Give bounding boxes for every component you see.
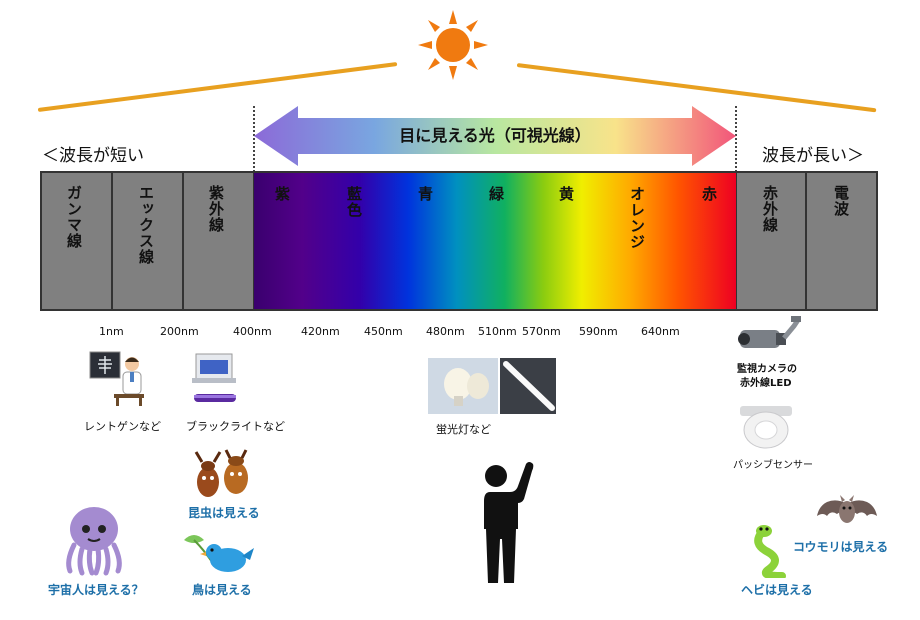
color-indigo-label: 藍色 [344,186,365,218]
band-xray-label: エックス線 [136,185,157,265]
color-green-label: 緑 [486,186,507,202]
color-yellow-label: 黄 [556,186,577,202]
bat-caption: コウモリは見える [793,538,888,555]
band-infrared-label: 赤外線 [760,185,781,233]
color-orange-label: オレンジ [627,186,648,250]
wavelength-label: 480nm [426,325,465,338]
fluorescent-example-caption: 蛍光灯など [436,421,491,437]
band-radio-label: 電波 [831,185,852,217]
passive-sensor-caption: パッシブセンサー [733,456,813,471]
long-wavelength-label: 波長が長い＞ [762,141,864,166]
passive-sensor-illustration [738,402,794,450]
wavelength-label: 200nm [160,325,199,338]
color-blue-label: 青 [415,186,436,202]
bird-illustration [180,530,256,578]
xray-doctor-illustration [88,350,146,408]
bat-illustration [816,494,878,534]
security-camera-illustration [736,316,802,358]
color-violet-label: 紫 [272,186,293,202]
alien-octopus-illustration [60,505,128,577]
wavelength-label: 590nm [579,325,618,338]
insects-caption: 昆虫は見える [188,504,260,521]
beetle-illustration [190,448,256,502]
wavelength-label: 640nm [641,325,680,338]
wavelength-label: 1nm [99,325,124,338]
blacklight-illustration [188,350,240,412]
wavelength-label: 570nm [522,325,561,338]
birds-caption: 鳥は見える [192,581,252,598]
visible-light-title: 目に見える光（可視光線） [254,122,736,146]
wavelength-label: 400nm [233,325,272,338]
band-gamma-label: ガンマ線 [64,185,85,249]
camera-caption-line1: 監視カメラの [737,360,797,375]
sun-icon [418,10,488,80]
blacklight-example-caption: ブラックライトなど [186,418,285,434]
short-wavelength-label: ＜波長が短い [42,141,144,166]
band-uv-label: 紫外線 [206,185,227,233]
alien-caption: 宇宙人は見える？ [48,581,144,598]
wavelength-label: 420nm [301,325,340,338]
person-silhouette-icon [470,462,536,586]
xray-example-caption: レントゲンなど [84,418,161,434]
wavelength-label: 450nm [364,325,403,338]
fluorescent-lamp-illustration [428,358,556,414]
wavelength-label: 510nm [478,325,517,338]
camera-caption-line2: 赤外線LED [740,374,792,389]
snake-caption: ヘビは見える [741,581,813,598]
color-red-label: 赤 [699,186,720,202]
